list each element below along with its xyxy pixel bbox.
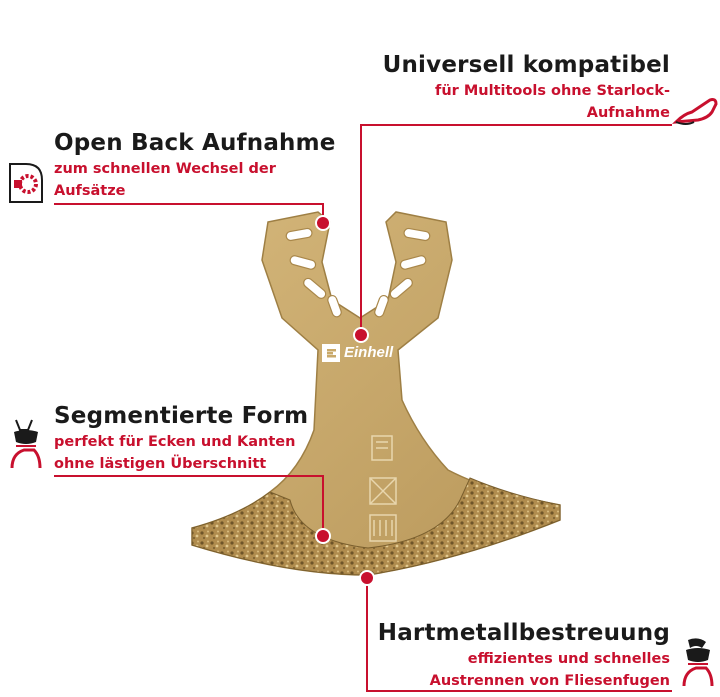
open-back-mount-icon [9, 163, 43, 203]
mounting-slots [285, 227, 431, 318]
carbide-line-1: effizientes und schnelles [467, 651, 670, 667]
compat-leader-h [360, 124, 672, 126]
compat-line-1: für Multitools ohne Starlock- [435, 83, 670, 99]
carbide-line-2: Austrennen von Fliesenfugen [429, 673, 670, 689]
segment-line-1: perfekt für Ecken und Kanten [54, 434, 296, 450]
hand-carbide-blade-icon [682, 638, 714, 687]
open-back-line-2: Aufsätze [54, 183, 126, 199]
material-pictograms [369, 435, 397, 542]
carbide-leader-h [366, 690, 672, 692]
compat-line-2: Aufnahme [586, 105, 670, 121]
carbide-leader-v [366, 580, 368, 692]
multitool-hand-icon [672, 98, 718, 125]
segment-marker [315, 528, 331, 544]
segment-line-2: ohne lästigen Überschnitt [54, 456, 267, 472]
open-back-leader-v [322, 203, 324, 221]
einhell-logo [322, 344, 340, 362]
segment-leader-h [54, 475, 324, 477]
open-back-marker [315, 215, 331, 231]
open-back-line-1: zum schnellen Wechsel der [54, 161, 276, 177]
compat-marker [353, 327, 369, 343]
compat-title: Universell kompatibel [382, 52, 670, 78]
open-back-leader-h [54, 203, 324, 205]
hand-segment-blade-icon [10, 419, 42, 469]
carbide-title: Hartmetallbestreuung [377, 620, 670, 646]
carbide-grit-edge [191, 477, 561, 576]
segment-leader-v [322, 475, 324, 531]
segment-title: Segmentierte Form [54, 403, 309, 429]
blade-logo-text: Einhell [344, 344, 394, 361]
open-back-title: Open Back Aufnahme [54, 130, 336, 156]
carbide-marker [359, 570, 375, 586]
compat-leader-v [360, 124, 362, 334]
